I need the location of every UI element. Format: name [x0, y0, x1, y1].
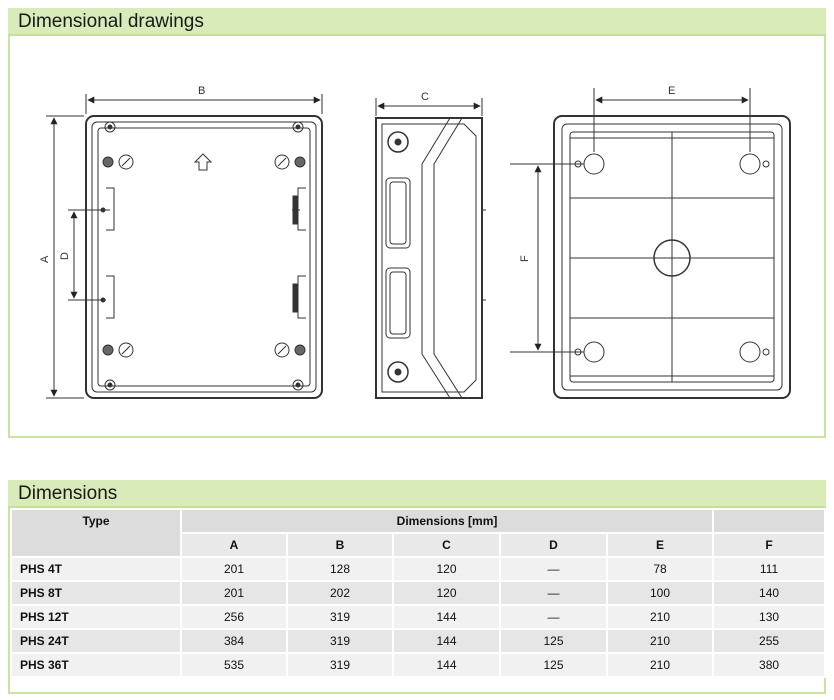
- column-header: D: [499, 532, 608, 558]
- front-view: [46, 94, 323, 399]
- type-cell: PHS 8T: [10, 580, 182, 606]
- column-header: E: [605, 532, 715, 558]
- label-e: E: [668, 85, 675, 97]
- value-cell: 201: [180, 580, 288, 606]
- label-d: D: [59, 252, 71, 260]
- value-cell: 380: [712, 652, 827, 678]
- value-cell: 201: [180, 556, 288, 582]
- label-a: A: [39, 255, 51, 263]
- table-row: PHS 24T 384 319 144 125 210 255: [10, 628, 827, 654]
- value-cell: 144: [392, 652, 501, 678]
- dimensional-drawings: B A D C E F: [39, 85, 791, 399]
- value-cell: 210: [605, 604, 715, 630]
- value-cell: 210: [605, 628, 715, 654]
- value-cell: 256: [180, 604, 288, 630]
- type-cell: PHS 36T: [10, 652, 182, 678]
- column-header: B: [286, 532, 394, 558]
- value-cell: 125: [499, 628, 608, 654]
- value-cell: —: [499, 580, 608, 606]
- type-cell: PHS 12T: [10, 604, 182, 630]
- value-cell: 125: [499, 652, 608, 678]
- table-row: PHS 12T 256 319 144 — 210 130: [10, 604, 827, 630]
- value-cell: 319: [286, 652, 394, 678]
- table-header-row: Type Dimensions [mm]: [10, 508, 827, 558]
- dimensions-group-header: Dimensions [mm]: [179, 508, 715, 534]
- value-cell: 140: [712, 580, 827, 606]
- value-cell: 78: [605, 556, 715, 582]
- value-cell: 144: [392, 604, 501, 630]
- value-cell: 202: [286, 580, 394, 606]
- value-cell: —: [499, 556, 608, 582]
- label-b: B: [198, 85, 205, 97]
- value-cell: 535: [180, 652, 288, 678]
- value-cell: 128: [286, 556, 394, 582]
- type-header: Type: [10, 508, 182, 558]
- type-cell: PHS 4T: [10, 556, 182, 582]
- column-header: F: [712, 532, 827, 558]
- side-view: [375, 98, 486, 399]
- column-header: A: [180, 532, 288, 558]
- value-cell: 100: [605, 580, 715, 606]
- value-cell: 120: [392, 556, 501, 582]
- dimensions-table: Type Dimensions [mm] A B C D E F PHS 4T …: [10, 508, 827, 678]
- value-cell: 255: [712, 628, 827, 654]
- value-cell: 111: [712, 556, 827, 582]
- value-cell: 120: [392, 580, 501, 606]
- value-cell: 319: [286, 604, 394, 630]
- header-spacer: [712, 508, 827, 534]
- value-cell: 384: [180, 628, 288, 654]
- label-c: C: [421, 91, 429, 103]
- value-cell: 144: [392, 628, 501, 654]
- table-row: PHS 4T 201 128 120 — 78 111: [10, 556, 827, 582]
- table-row: PHS 36T 535 319 144 125 210 380: [10, 652, 827, 678]
- label-f: F: [519, 255, 531, 262]
- dimensions-title: Dimensions: [8, 480, 826, 508]
- value-cell: 130: [712, 604, 827, 630]
- column-header: C: [392, 532, 501, 558]
- value-cell: 319: [286, 628, 394, 654]
- value-cell: 210: [605, 652, 715, 678]
- value-cell: —: [499, 604, 608, 630]
- column-header-row: A B C D E F: [11, 532, 827, 558]
- drawings-title: Dimensional drawings: [8, 8, 826, 36]
- type-cell: PHS 24T: [10, 628, 182, 654]
- table-row: PHS 8T 201 202 120 — 100 140: [10, 580, 827, 606]
- back-view: [510, 88, 791, 399]
